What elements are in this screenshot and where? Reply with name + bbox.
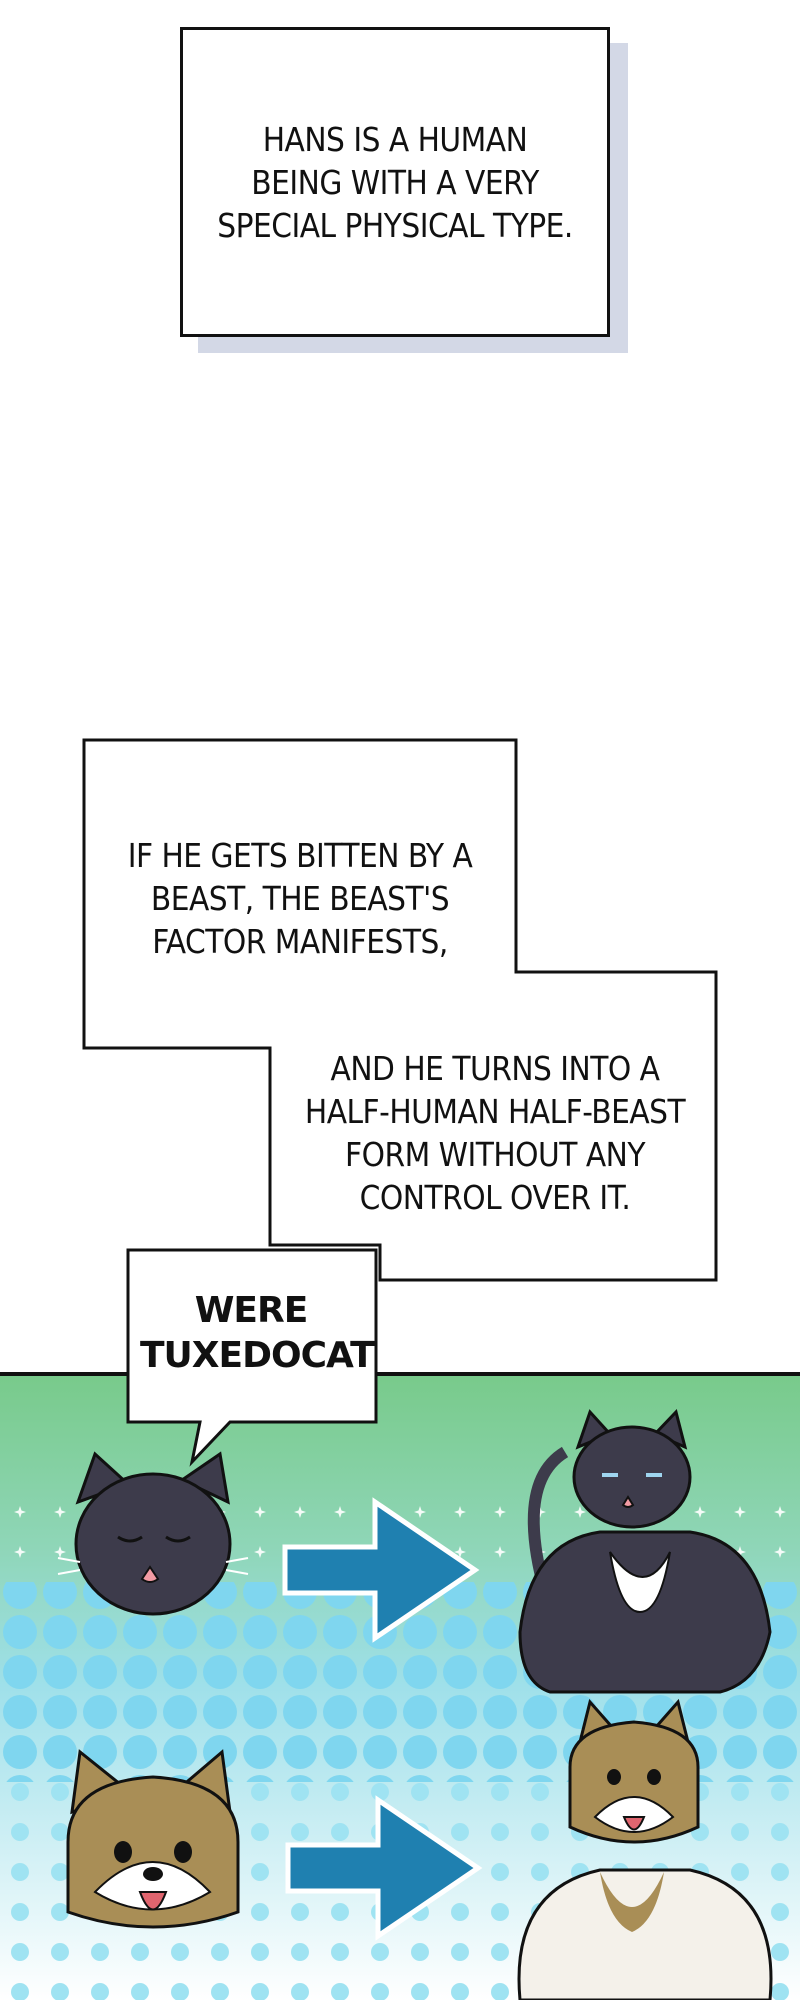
caption-text-bitten: IF HE GETS BITTEN BY A BEAST, THE BEAST'… bbox=[127, 836, 473, 961]
speech-bubble-text: WERE TUXEDOCAT bbox=[140, 1290, 375, 1376]
dog-face-icon bbox=[66, 1749, 240, 1929]
muscular-cat-icon bbox=[518, 1409, 772, 1694]
caption-box-intro: HANS IS A HUMAN BEING WITH A VERY SPECIA… bbox=[180, 27, 610, 337]
arrow-right-icon bbox=[282, 1497, 480, 1643]
cat-face-icon bbox=[57, 1451, 249, 1616]
transformation-illustration bbox=[0, 1372, 800, 2000]
muscular-dog-icon bbox=[517, 1698, 773, 2000]
arrow-right-icon bbox=[285, 1795, 483, 1941]
caption-text-turns: AND HE TURNS INTO A HALF-HUMAN HALF-BEAS… bbox=[304, 1049, 686, 1217]
caption-text-intro: HANS IS A HUMAN BEING WITH A VERY SPECIA… bbox=[217, 119, 573, 245]
